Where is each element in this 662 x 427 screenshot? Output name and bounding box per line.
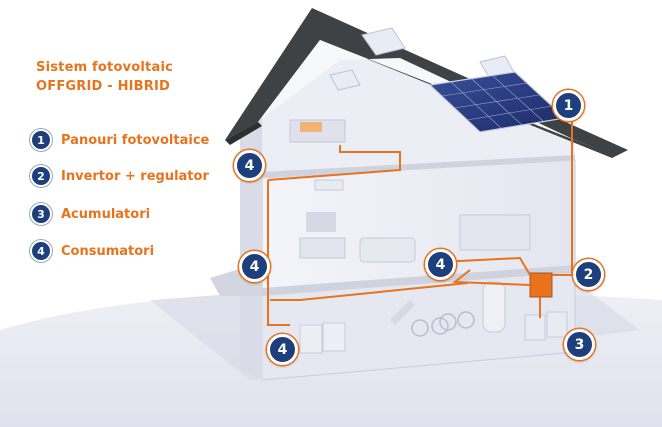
battery-unit	[546, 311, 568, 338]
legend-label: Acumulatori	[61, 206, 151, 222]
air-conditioner	[314, 179, 344, 191]
bicycles	[411, 311, 475, 337]
inverter-unit	[529, 272, 553, 298]
roof-edge	[225, 122, 262, 145]
dryer	[322, 322, 346, 352]
legend-badge: 3	[30, 203, 52, 225]
legend-label: Panouri fotovoltaice	[61, 132, 210, 148]
front-wall	[240, 118, 262, 380]
roof-window	[329, 69, 361, 91]
marker-batteries: 3	[564, 329, 595, 360]
marker-inverter: 2	[573, 259, 604, 290]
legend-item-panels: 1 Panouri fotovoltaice	[30, 129, 209, 151]
diagram-title-line1: Sistem fotovoltaic	[36, 60, 174, 75]
diagram-title-line2: OFFGRID - HIBRID	[36, 79, 171, 94]
washing-machine	[299, 324, 323, 354]
legend-badge: 1	[30, 129, 52, 151]
attic-screen	[300, 122, 322, 132]
stairs	[390, 300, 415, 325]
tv-stand	[299, 237, 346, 259]
legend-label: Consumatori	[61, 243, 155, 259]
marker-consumer-attic: 4	[234, 150, 265, 181]
legend-badge: 2	[30, 165, 52, 187]
marker-consumer-basement: 4	[267, 334, 298, 365]
water-tank	[482, 281, 506, 333]
kitchen	[459, 214, 531, 251]
legend-item-batteries: 3 Acumulatori	[30, 203, 150, 225]
tv	[306, 212, 336, 232]
floor-slab	[262, 155, 575, 178]
sofa	[359, 237, 416, 263]
legend-item-inverter: 2 Invertor + regulator	[30, 165, 209, 187]
legend-item-consumers: 4 Consumatori	[30, 240, 154, 262]
marker-panels: 1	[553, 90, 584, 121]
floor-slab	[262, 265, 575, 296]
battery-unit	[524, 314, 546, 341]
legend-badge: 4	[30, 240, 52, 262]
roof-window	[361, 27, 406, 56]
marker-consumer-groundfloor: 4	[239, 251, 270, 282]
marker-consumer-livingroom: 4	[425, 249, 456, 280]
legend-label: Invertor + regulator	[61, 168, 209, 184]
wiring	[267, 115, 573, 326]
